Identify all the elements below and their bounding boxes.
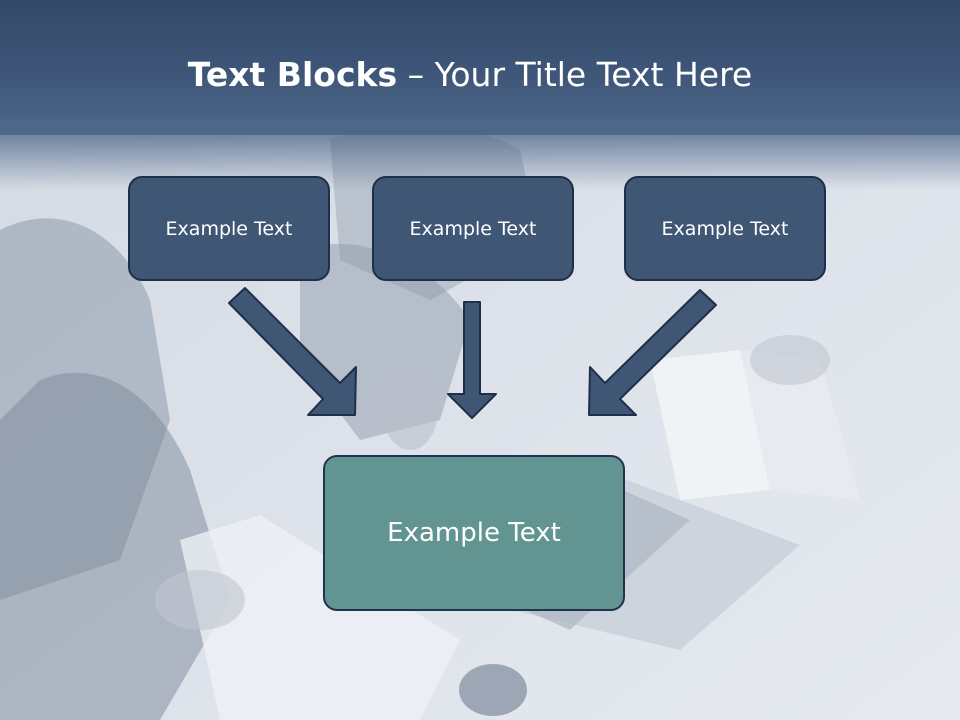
arrow-down-icon	[447, 301, 497, 419]
text-block-1-label: Example Text	[165, 217, 293, 240]
slide-title: Text Blocks – Your Title Text Here	[0, 52, 940, 98]
title-bold-part: Text Blocks	[187, 55, 398, 94]
title-band	[0, 0, 960, 135]
text-block-2-label: Example Text	[409, 217, 537, 240]
title-rest: Your Title Text Here	[434, 55, 753, 94]
arrow-left-icon	[228, 287, 357, 416]
arrow-right-icon	[588, 289, 717, 416]
target-text-block[interactable]: Example Text	[323, 455, 625, 611]
text-block-1[interactable]: Example Text	[128, 176, 330, 281]
target-text-block-label: Example Text	[387, 518, 561, 548]
text-block-3[interactable]: Example Text	[624, 176, 826, 281]
text-block-3-label: Example Text	[661, 217, 789, 240]
title-dash: –	[397, 55, 435, 94]
text-block-2[interactable]: Example Text	[372, 176, 574, 281]
